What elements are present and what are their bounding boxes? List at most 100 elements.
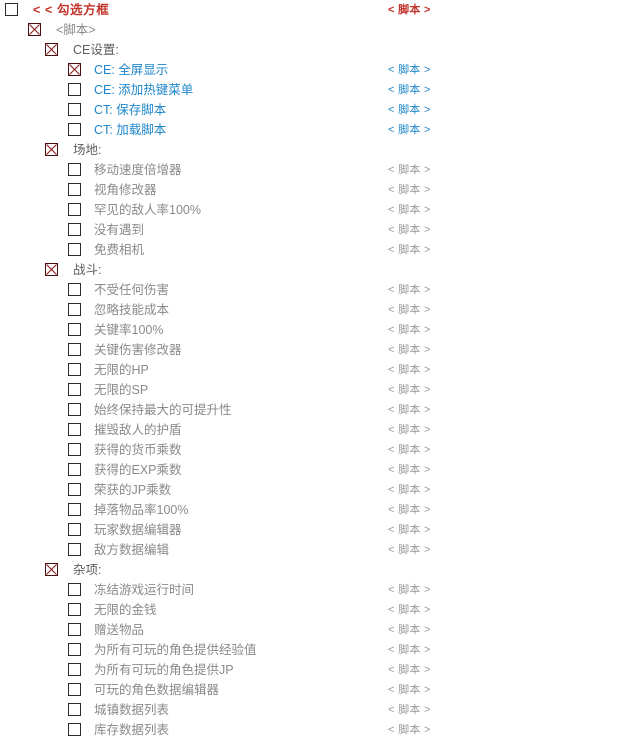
tree-row-label: 掉落物品率100% <box>94 503 189 517</box>
checkbox-checked[interactable] <box>45 143 58 156</box>
tree-row-script-type: < 脚本 > <box>388 284 431 296</box>
tree-row[interactable]: 视角修改器< 脚本 > <box>0 180 629 200</box>
tree-row-label: 没有遇到 <box>94 223 145 237</box>
tree-row-label: CT: 保存脚本 <box>94 103 167 117</box>
checkbox-unchecked[interactable] <box>68 243 81 256</box>
tree-row[interactable]: 移动速度倍增器< 脚本 > <box>0 160 629 180</box>
checkbox-unchecked[interactable] <box>68 103 81 116</box>
checkbox-checked[interactable] <box>68 63 81 76</box>
checkbox-unchecked[interactable] <box>5 3 18 16</box>
tree-row[interactable]: 掉落物品率100% < 脚本 > <box>0 500 629 520</box>
tree-row-script-type: < 脚本 > <box>388 544 431 556</box>
checkbox-unchecked[interactable] <box>68 83 81 96</box>
checkbox-unchecked[interactable] <box>68 443 81 456</box>
checkbox-unchecked[interactable] <box>68 403 81 416</box>
checkbox-unchecked[interactable] <box>68 503 81 516</box>
tree-row-label: 库存数据列表 <box>94 723 170 737</box>
tree-row-script-type: < 脚本 > <box>388 724 431 736</box>
checkbox-checked[interactable] <box>45 43 58 56</box>
tree-row[interactable]: 为所有可玩的角色提供经验值< 脚本 > <box>0 640 629 660</box>
tree-row[interactable]: 无限的金钱< 脚本 > <box>0 600 629 620</box>
checkbox-unchecked[interactable] <box>68 223 81 236</box>
tree-row-script-type: < 脚本 > <box>388 484 431 496</box>
tree-row[interactable]: 赠送物品< 脚本 > <box>0 620 629 640</box>
tree-row[interactable]: 忽略技能成本< 脚本 > <box>0 300 629 320</box>
tree-row[interactable]: 始终保持最大的可提升性< 脚本 > <box>0 400 629 420</box>
tree-row-label: 敌方数据编辑 <box>94 543 170 557</box>
checkbox-checked[interactable] <box>45 263 58 276</box>
checkbox-unchecked[interactable] <box>68 163 81 176</box>
tree-row-label: CE: 添加热键菜单 <box>94 83 194 97</box>
checkbox-unchecked[interactable] <box>68 283 81 296</box>
tree-row[interactable]: 免费相机< 脚本 > <box>0 240 629 260</box>
checkbox-unchecked[interactable] <box>68 663 81 676</box>
tree-row[interactable]: CE: 全屏显示< 脚本 > <box>0 60 629 80</box>
tree-row[interactable]: CT: 加载脚本< 脚本 > <box>0 120 629 140</box>
tree-row[interactable]: <脚本> <box>0 20 629 40</box>
checkbox-unchecked[interactable] <box>68 323 81 336</box>
tree-row[interactable]: 战斗: <box>0 260 629 280</box>
tree-row[interactable]: 不受任何伤害 < 脚本 > <box>0 280 629 300</box>
tree-row[interactable]: < < 勾选方框< 脚本 > <box>0 0 629 20</box>
tree-row[interactable]: 没有遇到 < 脚本 > <box>0 220 629 240</box>
tree-row-label: 可玩的角色数据编辑器 <box>94 683 220 697</box>
tree-row-label: 战斗: <box>73 263 102 277</box>
checkbox-unchecked[interactable] <box>68 643 81 656</box>
checkbox-unchecked[interactable] <box>68 303 81 316</box>
tree-row[interactable]: CE: 添加热键菜单< 脚本 > <box>0 80 629 100</box>
checkbox-unchecked[interactable] <box>68 703 81 716</box>
tree-row[interactable]: 关键伤害修改器< 脚本 > <box>0 340 629 360</box>
tree-row-script-type: < 脚本 > <box>388 504 431 516</box>
checkbox-unchecked[interactable] <box>68 343 81 356</box>
tree-row-script-type: < 脚本 > <box>388 304 431 316</box>
tree-row-label: 赠送物品 <box>94 623 145 637</box>
tree-row-script-type: < 脚本 > <box>388 364 431 376</box>
checkbox-unchecked[interactable] <box>68 483 81 496</box>
tree-row[interactable]: 敌方数据编辑 < 脚本 > <box>0 540 629 560</box>
checkbox-unchecked[interactable] <box>68 723 81 736</box>
checkbox-unchecked[interactable] <box>68 203 81 216</box>
tree-row-script-type: < 脚本 > <box>388 644 431 656</box>
checkbox-checked[interactable] <box>28 23 41 36</box>
tree-row[interactable]: 可玩的角色数据编辑器 < 脚本 > <box>0 680 629 700</box>
tree-row-label: 获得的货币乘数 <box>94 443 182 457</box>
tree-row-script-type: < 脚本 > <box>388 224 431 236</box>
tree-row[interactable]: 荣获的JP乘数< 脚本 > <box>0 480 629 500</box>
tree-row[interactable]: 获得的货币乘数< 脚本 > <box>0 440 629 460</box>
tree-row-label: CE设置: <box>73 43 119 57</box>
checkbox-unchecked[interactable] <box>68 363 81 376</box>
checkbox-unchecked[interactable] <box>68 183 81 196</box>
tree-row[interactable]: 玩家数据编辑器< 脚本 > <box>0 520 629 540</box>
tree-row[interactable]: 城镇数据列表< 脚本 > <box>0 700 629 720</box>
tree-row-label: 无限的HP <box>94 363 149 377</box>
tree-row[interactable]: 获得的EXP乘数< 脚本 > <box>0 460 629 480</box>
tree-row-script-type: < 脚本 > <box>388 384 431 396</box>
tree-row-label: < < 勾选方框 <box>33 3 110 17</box>
tree-row[interactable]: 罕见的敌人率100%< 脚本 > <box>0 200 629 220</box>
tree-row[interactable]: 场地: <box>0 140 629 160</box>
tree-row-label: 获得的EXP乘数 <box>94 463 182 477</box>
tree-row-script-type: < 脚本 > <box>388 684 431 696</box>
tree-row-label: 不受任何伤害 <box>94 283 170 297</box>
tree-row[interactable]: CE设置: <box>0 40 629 60</box>
tree-row[interactable]: 关键率100%< 脚本 > <box>0 320 629 340</box>
checkbox-checked[interactable] <box>45 563 58 576</box>
tree-row[interactable]: 无限的SP< 脚本 > <box>0 380 629 400</box>
tree-row[interactable]: 杂项: <box>0 560 629 580</box>
checkbox-unchecked[interactable] <box>68 583 81 596</box>
checkbox-unchecked[interactable] <box>68 523 81 536</box>
checkbox-unchecked[interactable] <box>68 603 81 616</box>
tree-row[interactable]: 无限的HP < 脚本 > <box>0 360 629 380</box>
checkbox-unchecked[interactable] <box>68 463 81 476</box>
tree-row[interactable]: CT: 保存脚本< 脚本 > <box>0 100 629 120</box>
tree-row[interactable]: 摧毁敌人的护盾< 脚本 > <box>0 420 629 440</box>
checkbox-unchecked[interactable] <box>68 123 81 136</box>
tree-row[interactable]: 冻结游戏运行时间< 脚本 > <box>0 580 629 600</box>
checkbox-unchecked[interactable] <box>68 623 81 636</box>
tree-row[interactable]: 库存数据列表 < 脚本 > <box>0 720 629 740</box>
checkbox-unchecked[interactable] <box>68 383 81 396</box>
tree-row[interactable]: 为所有可玩的角色提供JP< 脚本 > <box>0 660 629 680</box>
checkbox-unchecked[interactable] <box>68 543 81 556</box>
checkbox-unchecked[interactable] <box>68 683 81 696</box>
checkbox-unchecked[interactable] <box>68 423 81 436</box>
